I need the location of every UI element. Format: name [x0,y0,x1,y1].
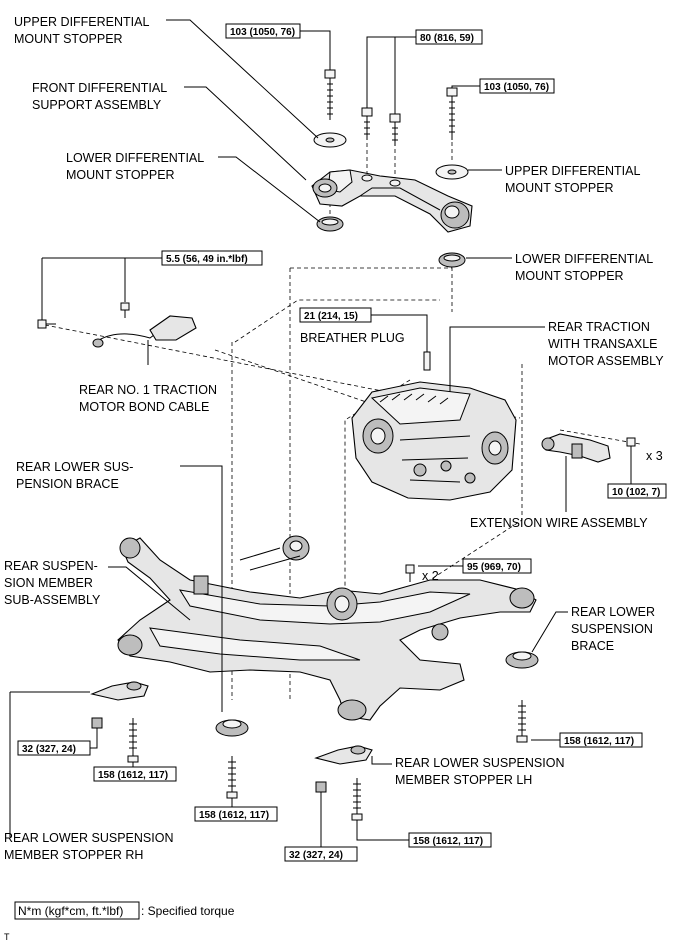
svg-text:103 (1050, 76): 103 (1050, 76) [230,27,295,38]
legend-unit: N*m (kgf*cm, ft.*lbf) [18,904,123,918]
svg-text:95 (969, 70): 95 (969, 70) [467,562,521,573]
svg-text:158 (1612, 117): 158 (1612, 117) [564,736,634,747]
svg-text:158 (1612, 117): 158 (1612, 117) [98,770,168,781]
legend-text: : Specified torque [141,904,235,918]
svg-text:MEMBER STOPPER LH: MEMBER STOPPER LH [395,773,532,787]
bond-cable-label: REAR NO. 1 TRACTION MOTOR BOND CABLE [79,383,217,414]
svg-text:REAR SUSPEN-: REAR SUSPEN- [4,559,98,573]
svg-text:LOWER DIFFERENTIAL: LOWER DIFFERENTIAL [515,252,653,266]
bolt-right [446,87,458,140]
svg-text:158 (1612, 117): 158 (1612, 117) [413,836,483,847]
svg-text:MEMBER STOPPER RH: MEMBER STOPPER RH [4,848,143,862]
lower-brace-left-label: REAR LOWER SUS- PENSION BRACE [16,460,133,491]
torque-32-lh: 32 (327, 24) [284,846,358,862]
svg-text:32 (327, 24): 32 (327, 24) [289,850,343,861]
stopper-lh-label: REAR LOWER SUSPENSION MEMBER STOPPER LH [395,756,564,787]
extension-wire-part [541,433,636,463]
lower-stopper-right-label: LOWER DIFFERENTIAL MOUNT STOPPER [515,252,653,283]
torque-158-right: 158 (1612, 117) [559,732,643,748]
front-differential-support [311,69,473,268]
stopper-rh-label: REAR LOWER SUSPENSION MEMBER STOPPER RH [4,831,173,862]
upper-stopper-right-label: UPPER DIFFERENTIAL MOUNT STOPPER [505,164,640,195]
svg-text:UPPER DIFFERENTIAL: UPPER DIFFERENTIAL [14,15,149,29]
traction-motor-part [351,351,517,501]
svg-text:10 (102, 7): 10 (102, 7) [612,487,660,498]
extension-wire-label: EXTENSION WIRE ASSEMBLY [470,516,648,530]
svg-text:REAR LOWER: REAR LOWER [571,605,655,619]
bolt-center-2 [389,113,401,146]
suspension-member-label: REAR SUSPEN- SION MEMBER SUB-ASSEMBLY [4,559,101,607]
svg-text:REAR LOWER SUSPENSION: REAR LOWER SUSPENSION [395,756,564,770]
svg-text:MOTOR ASSEMBLY: MOTOR ASSEMBLY [548,354,664,368]
svg-text:MOUNT STOPPER: MOUNT STOPPER [505,181,614,195]
quantity-x2: x 2 [422,569,439,583]
svg-text:32 (327, 24): 32 (327, 24) [22,744,76,755]
svg-text:FRONT DIFFERENTIAL: FRONT DIFFERENTIAL [32,81,167,95]
svg-text:SION MEMBER: SION MEMBER [4,576,93,590]
bolt-center-1 [361,107,373,140]
svg-text:LOWER DIFFERENTIAL: LOWER DIFFERENTIAL [66,151,204,165]
torque-10: 10 (102, 7) [607,483,667,499]
traction-motor-label: REAR TRACTION WITH TRANSAXLE MOTOR ASSEM… [548,320,664,368]
svg-text:SUPPORT ASSEMBLY: SUPPORT ASSEMBLY [32,98,162,112]
lower-parts [90,564,539,821]
svg-text:103 (1050, 76): 103 (1050, 76) [484,82,549,93]
svg-text:MOUNT STOPPER: MOUNT STOPPER [66,168,175,182]
torque-32-left: 32 (327, 24) [17,740,91,756]
torque-21: 21 (214, 15) [299,307,372,323]
leader-lines [9,19,632,847]
quantity-x3: x 3 [646,449,663,463]
svg-text:SUSPENSION: SUSPENSION [571,622,653,636]
torque-158-center: 158 (1612, 117) [194,806,278,822]
svg-text:SUB-ASSEMBLY: SUB-ASSEMBLY [4,593,101,607]
upper-stopper-right-part [435,164,469,180]
upper-stopper-left-part [313,132,347,148]
svg-text:REAR NO. 1 TRACTION: REAR NO. 1 TRACTION [79,383,217,397]
svg-text:158 (1612, 117): 158 (1612, 117) [199,810,269,821]
svg-text:MOUNT STOPPER: MOUNT STOPPER [14,32,123,46]
torque-158-rh: 158 (1612, 117) [93,766,177,782]
front-support-label: FRONT DIFFERENTIAL SUPPORT ASSEMBLY [32,81,167,112]
svg-text:REAR LOWER SUS-: REAR LOWER SUS- [16,460,133,474]
torque-5-5: 5.5 (56, 49 in.*lbf) [161,250,263,266]
svg-text:MOTOR BOND CABLE: MOTOR BOND CABLE [79,400,209,414]
torque-103-left: 103 (1050, 76) [225,23,301,39]
breather-plug-label: BREATHER PLUG [300,331,405,345]
svg-text:REAR LOWER SUSPENSION: REAR LOWER SUSPENSION [4,831,173,845]
bond-cable-part [37,302,197,348]
torque-legend: N*m (kgf*cm, ft.*lbf) : Specified torque [14,901,235,920]
svg-text:REAR TRACTION: REAR TRACTION [548,320,650,334]
lower-stopper-left-part [316,216,344,232]
svg-text:MOUNT STOPPER: MOUNT STOPPER [515,269,624,283]
torque-80: 80 (816, 59) [415,29,483,45]
svg-text:BRACE: BRACE [571,639,614,653]
lower-stopper-left-label: LOWER DIFFERENTIAL MOUNT STOPPER [66,151,204,182]
svg-text:PENSION BRACE: PENSION BRACE [16,477,119,491]
torque-103-right: 103 (1050, 76) [479,78,555,94]
svg-text:80 (816, 59): 80 (816, 59) [420,33,474,44]
bolt-left [324,69,336,120]
svg-text:WITH TRANSAXLE: WITH TRANSAXLE [548,337,658,351]
svg-text:21 (214, 15): 21 (214, 15) [304,311,358,322]
corner-mark: T [4,932,10,942]
lower-brace-right-label: REAR LOWER SUSPENSION BRACE [571,605,655,653]
lower-stopper-right-part [438,252,466,268]
suspension-member-part [117,535,537,721]
upper-stopper-left-label: UPPER DIFFERENTIAL MOUNT STOPPER [14,15,149,46]
svg-text:5.5 (56, 49 in.*lbf): 5.5 (56, 49 in.*lbf) [166,254,248,265]
torque-158-lh: 158 (1612, 117) [408,832,492,848]
svg-text:UPPER DIFFERENTIAL: UPPER DIFFERENTIAL [505,164,640,178]
torque-95: 95 (969, 70) [462,558,532,574]
